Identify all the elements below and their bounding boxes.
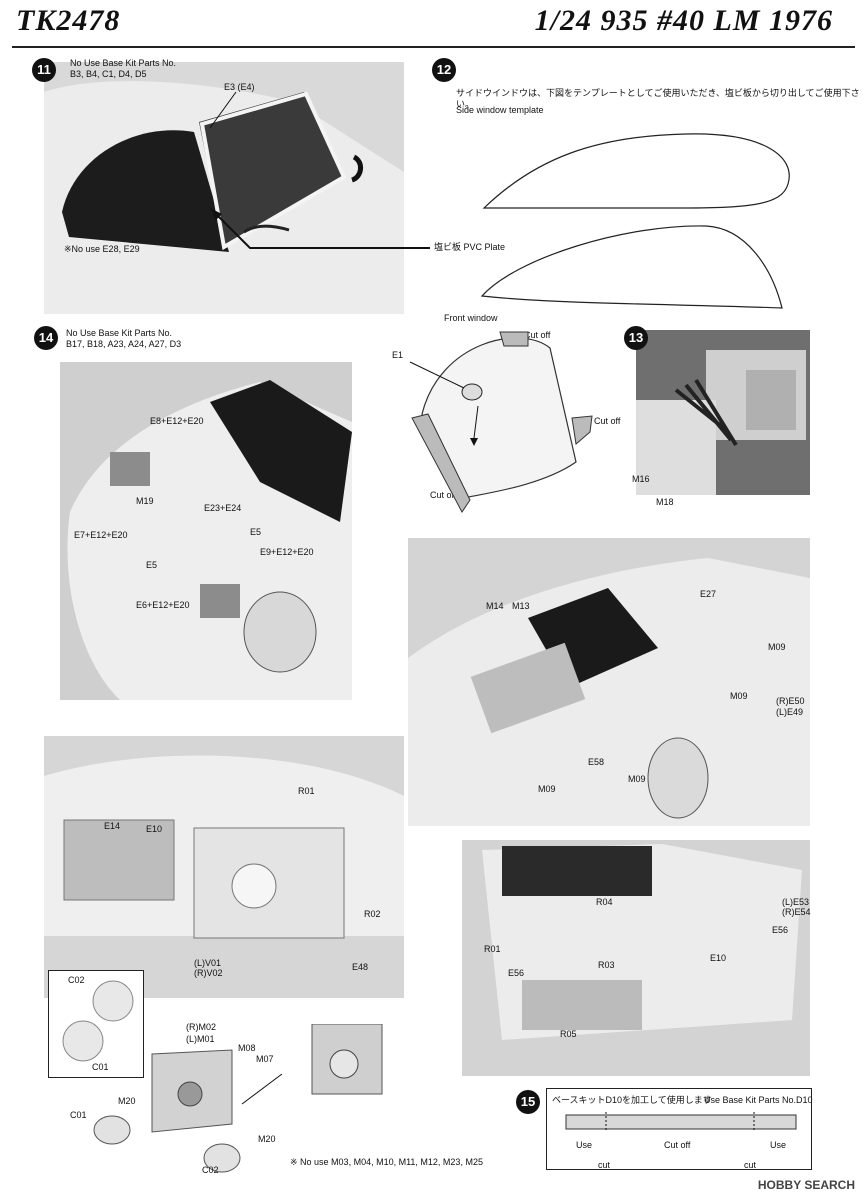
label-r-v02: (R)V02 <box>194 968 223 978</box>
label-e9-e12-e20: E9+E12+E20 <box>260 547 314 557</box>
label-e10-rear: E10 <box>710 953 727 963</box>
rear-engine-lid-illustration <box>408 538 810 826</box>
label-e1: E1 <box>392 350 404 360</box>
label-e48: E48 <box>352 962 369 972</box>
engine-bay-illustration <box>636 330 810 495</box>
step14-note-line2: B17, B18, A23, A24, A27, D3 <box>66 339 182 349</box>
label-e58: E58 <box>588 757 605 767</box>
use-label-right: Use <box>770 1140 787 1150</box>
label-e6-e12-e20: E6+E12+E20 <box>136 600 190 610</box>
label-e5-2: E5 <box>146 560 158 570</box>
cut-off-label-2: Cut off <box>594 416 621 426</box>
lens-inset-box <box>48 970 144 1078</box>
label-e8-e12-e20: E8+E12+E20 <box>150 416 204 426</box>
label-e14: E14 <box>104 821 121 831</box>
label-l-v01: (L)V01 <box>194 958 222 968</box>
step15-box <box>546 1088 812 1170</box>
step14-badge: 14 <box>34 326 58 350</box>
step12-instruction-jp: サイドウインドウは、下図をテンプレートとしてご使用いただき、塩ビ板から切り出して… <box>456 88 860 109</box>
label-m09-4: M09 <box>538 784 556 794</box>
label-e5-1: E5 <box>250 527 262 537</box>
step11-leader-lines <box>209 91 430 249</box>
step12-instruction-en: Side window template <box>456 105 544 115</box>
label-m16: M16 <box>632 474 650 484</box>
label-m09-1: M09 <box>768 642 786 652</box>
label-m09-3: M09 <box>628 774 646 784</box>
label-e7-e12-e20: E7+E12+E20 <box>74 530 128 540</box>
step15-instruction-jp: ベースキットD10を加工して使用します <box>552 1095 712 1105</box>
label-c01: C01 <box>70 1110 87 1120</box>
step11-note-line2: B3, B4, C1, D4, D5 <box>70 69 147 79</box>
label-e10: E10 <box>146 824 163 834</box>
step11-badge: 11 <box>32 58 56 82</box>
cut-label-right: cut <box>744 1160 757 1170</box>
label-m14: M14 <box>486 601 504 611</box>
front-bumper-illustration <box>44 736 404 998</box>
label-c02-inset: C02 <box>68 975 85 985</box>
label-m20-1: M20 <box>118 1096 136 1106</box>
pvc-plate-label: 塩ビ板 PVC Plate <box>434 242 506 252</box>
step15-badge: 15 <box>516 1090 540 1114</box>
step11-note-line1: No Use Base Kit Parts No. <box>70 58 177 68</box>
label-r04: R04 <box>596 897 613 907</box>
use-label-left: Use <box>576 1140 593 1150</box>
side-window-templates <box>480 133 790 309</box>
label-r03: R03 <box>598 960 615 970</box>
cut-label-left: cut <box>598 1160 611 1170</box>
lamp-parts-diagram <box>93 1024 383 1173</box>
label-r-m02: (R)M02 <box>186 1022 217 1032</box>
rear-wing-photo <box>462 840 810 1076</box>
label-r01: R01 <box>298 786 315 796</box>
side-window-template-1 <box>482 133 790 209</box>
kit-code: TK2478 <box>16 4 121 37</box>
label-c02: C02 <box>202 1165 219 1175</box>
step14-photo <box>60 362 352 700</box>
label-m19: M19 <box>136 496 154 506</box>
label-r-e54: (R)E54 <box>782 907 811 917</box>
step15-instruction-en: Use Base Kit Parts No.D10 <box>704 1095 813 1105</box>
front-window-diagram <box>409 331 593 513</box>
d10-part-strip <box>565 1112 797 1132</box>
label-m20-2: M20 <box>258 1134 276 1144</box>
page-title: 1/24 935 #40 LM 1976 <box>534 4 833 37</box>
step14-note-line1: No Use Base Kit Parts No. <box>66 328 173 338</box>
label-e56-1: E56 <box>772 925 789 935</box>
cut-off-label-1: Cut off <box>524 330 551 340</box>
front-window-label: Front window <box>444 313 498 323</box>
cut-off-label-step15: Cut off <box>664 1140 691 1150</box>
car-side-illustration <box>44 62 404 314</box>
label-r05: R05 <box>560 1029 577 1039</box>
lens-covers-illustration <box>62 980 134 1062</box>
rear-view-photo <box>408 538 810 826</box>
header-rule <box>12 46 855 48</box>
label-m09-2: M09 <box>730 691 748 701</box>
label-e3: E3 (E4) <box>224 82 255 92</box>
label-r-e50: (R)E50 <box>776 696 805 706</box>
label-r01-rear: R01 <box>484 944 501 954</box>
front-light-photo <box>44 736 404 998</box>
label-m18: M18 <box>656 497 674 507</box>
label-m07: M07 <box>256 1054 274 1064</box>
step11-no-use: ※No use E28, E29 <box>64 244 140 254</box>
step13-badge: 13 <box>624 326 648 350</box>
label-m13: M13 <box>512 601 530 611</box>
label-m08: M08 <box>238 1043 256 1053</box>
label-c01-inset: C01 <box>92 1062 109 1072</box>
hobby-search-watermark: HOBBY SEARCH <box>757 1178 855 1192</box>
label-e27: E27 <box>700 589 717 599</box>
label-e23-e24: E23+E24 <box>204 503 242 513</box>
step13-photo <box>636 330 810 495</box>
car-front-top-illustration <box>60 362 352 700</box>
cut-off-label-3: Cut off <box>430 490 457 500</box>
label-e56-2: E56 <box>508 968 525 978</box>
label-r02: R02 <box>364 909 381 919</box>
rear-wing-illustration <box>462 840 810 1076</box>
step12-badge: 12 <box>432 58 456 82</box>
label-l-m01: (L)M01 <box>186 1034 215 1044</box>
lamp-parts-no-use: ※ No use M03, M04, M10, M11, M12, M23, M… <box>290 1157 483 1167</box>
label-l-e49: (L)E49 <box>776 707 804 717</box>
label-l-e53: (L)E53 <box>782 897 810 907</box>
step11-photo <box>44 62 404 314</box>
side-window-template-2 <box>480 225 783 309</box>
